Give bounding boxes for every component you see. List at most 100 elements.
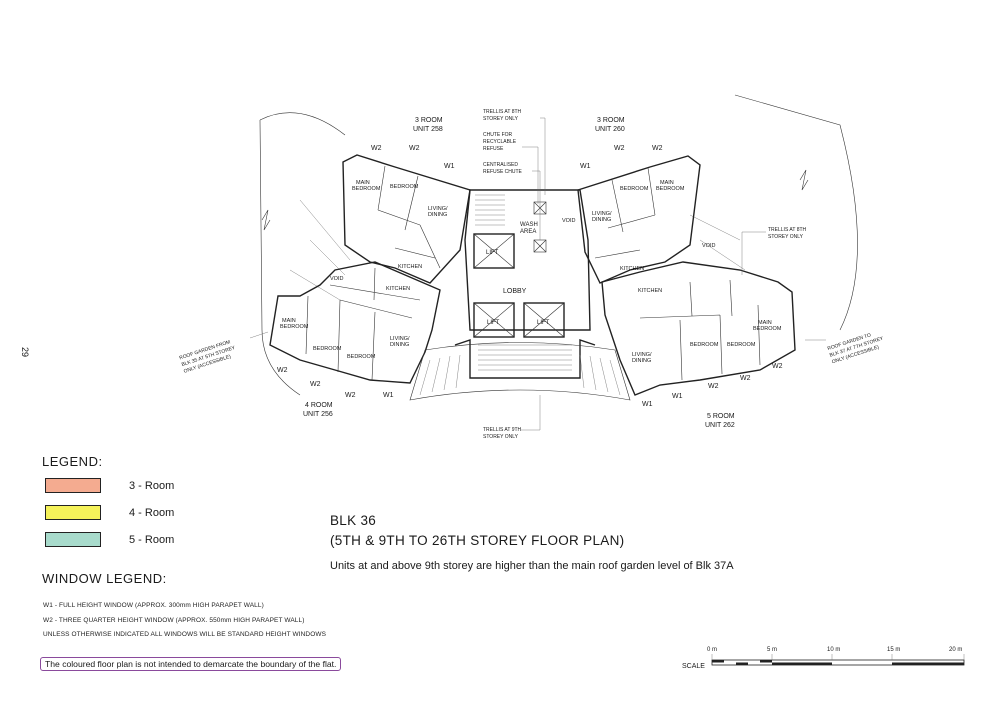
window-w2-label: W2 [708,383,719,390]
room-label: DINING [592,217,611,223]
room-label: BEDROOM [690,342,719,348]
room-label: BEDROOM [656,186,685,192]
window-w2-label: W2 [614,145,625,152]
room-label: BEDROOM [313,346,342,352]
room-label: DINING [390,342,409,348]
unit-type-label: 4 ROOM [305,402,333,409]
room-label: MAIN [758,320,772,326]
room-label: BEDROOM [753,326,782,332]
window-w2-label: W2 [277,367,288,374]
legend-swatch [45,532,101,547]
room-label: LIVING/ [632,352,652,358]
legend-item-4-room: 4 - Room [45,504,174,521]
window-w2-label: W2 [652,145,663,152]
room-label: BEDROOM [620,186,649,192]
unit-number-label: UNIT 260 [595,126,625,133]
unit-258-3-room: MAIN BEDROOM BEDROOM LIVING/ DINING KITC… [342,154,471,284]
scale-bar: 0 m 5 m 10 m 15 m 20 m SCALE [682,647,965,670]
room-label: LIVING/ [428,206,448,212]
legend-item-5-room: 5 - Room [45,531,174,548]
central-core: LIFT WASH AREA LOBBY LIFT LIFT [409,189,631,401]
room-label: BEDROOM [727,342,756,348]
scale-tick-label: 5 m [767,647,777,653]
room-label: MAIN [660,180,674,186]
unit-256-4-room: MAIN BEDROOM BEDROOM BEDROOM LIVING/ DIN… [269,261,441,384]
room-label: VOID [330,276,343,282]
room-label: BEDROOM [280,324,309,330]
window-w2-label: W2 [310,381,321,388]
scale-tick-label: 15 m [887,647,900,653]
wash-area-label: WASH [520,222,538,228]
legend-item-3-room: 3 - Room [45,477,174,494]
window-w1-label: W1 [383,392,394,399]
window-w1-label: W1 [580,163,591,170]
legend-swatch [45,505,101,520]
room-label: BEDROOM [390,184,419,190]
window-legend-title: WINDOW LEGEND: [42,571,167,586]
centralised-refuse-note: CENTRALISED [483,162,518,168]
window-w1-label: W1 [672,393,683,400]
unit-type-label: 3 ROOM [415,117,443,124]
page-number: 29 [20,346,31,358]
room-label: MAIN [356,180,370,186]
window-w2-label: W2 [740,375,751,382]
trellis-8th-right-note: TRELLIS AT 8TH [768,227,807,233]
unit-number-label: UNIT 258 [413,126,443,133]
window-w2-label: W2 [345,392,356,399]
scale-tick-label: 0 m [707,647,717,653]
window-w2-label: W2 [772,363,783,370]
room-label: VOID [702,243,715,249]
trellis-8th-note: STOREY ONLY [483,116,519,122]
room-label: KITCHEN [620,266,644,272]
room-label: KITCHEN [638,288,662,294]
room-label: BEDROOM [347,354,376,360]
trellis-8th-right-note: STOREY ONLY [768,234,804,240]
wash-area-label: AREA [520,229,536,235]
legend-label: 5 - Room [129,533,175,546]
scale-tick-label: 10 m [827,647,840,653]
window-w2-label: W2 [409,145,420,152]
room-label: KITCHEN [386,286,410,292]
legend-title: LEGEND: [42,454,103,469]
lift-label: LIFT [486,250,499,256]
window-markers: W2 W2 W1 W1 W2 W2 W2 W2 W2 W1 W1 W1 W2 W… [277,145,783,408]
window-w1-label: W1 [444,163,455,170]
room-label: BEDROOM [352,186,381,192]
lift-label: LIFT [537,320,550,326]
unit-number-label: UNIT 256 [303,411,333,418]
roof-garden-boundary [259,94,858,396]
room-label: LIVING/ [592,211,612,217]
chute-note: REFUSE [483,146,504,152]
window-legend-line: UNLESS OTHERWISE INDICATED ALL WINDOWS W… [43,631,327,638]
room-label: VOID [562,218,575,224]
scale-label: SCALE [682,663,705,670]
unit-labels: 3 ROOM UNIT 258 3 ROOM UNIT 260 4 ROOM U… [303,117,735,429]
room-label: LIVING/ [390,336,410,342]
room-label: DINING [428,212,447,218]
scale-tick-label: 20 m [949,647,962,653]
disclaimer-box: The coloured floor plan is not intended … [40,657,342,671]
legend-label: 4 - Room [129,506,175,519]
lobby-label: LOBBY [503,288,527,295]
chute-note: CHUTE FOR [483,132,513,138]
centralised-refuse-note: REFUSE CHUTE [483,169,523,175]
legend-swatch [45,478,101,493]
unit-262-5-room: LIVING/ DINING BEDROOM BEDROOM MAIN BEDR… [601,243,796,396]
lift-label: LIFT [487,320,500,326]
unit-type-label: 3 ROOM [597,117,625,124]
storey-note: Units at and above 9th storey are higher… [330,560,734,572]
plan-subtitle: (5TH & 9TH TO 26TH STOREY FLOOR PLAN) [330,533,625,548]
chute-note: RECYCLABLE [483,139,517,145]
trellis-9th-note: STOREY ONLY [483,434,519,440]
unit-260-3-room: BEDROOM MAIN BEDROOM LIVING/ DINING KITC… [562,155,701,284]
trellis-9th-note: TRELLIS AT 9TH [483,427,522,433]
room-label: DINING [632,358,651,364]
window-w1-label: W1 [642,401,653,408]
window-w2-label: W2 [371,145,382,152]
window-legend-line: W1 - FULL HEIGHT WINDOW (APPROX. 300mm H… [43,602,264,609]
window-legend-line: W2 - THREE QUARTER HEIGHT WINDOW (APPROX… [43,617,305,624]
unit-type-label: 5 ROOM [707,413,735,420]
room-label: KITCHEN [398,264,422,270]
legend-label: 3 - Room [129,479,175,492]
